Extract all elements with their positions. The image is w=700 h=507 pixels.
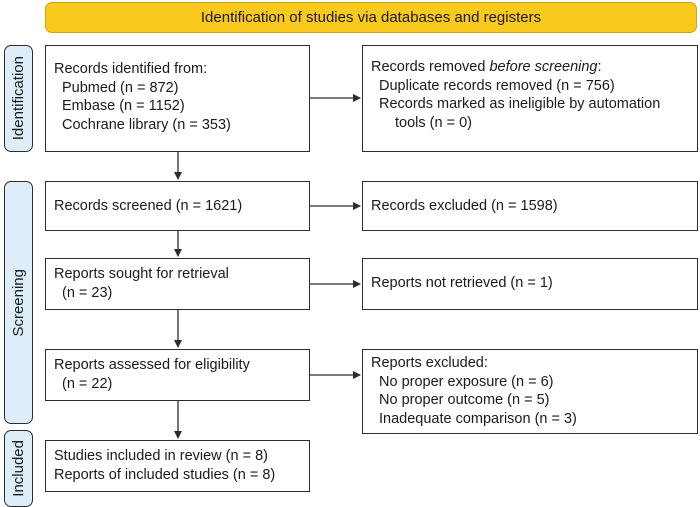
records-screened-box: Records screened (n = 1621) — [45, 181, 310, 231]
records-identified-box: Records identified from: Pubmed (n = 872… — [45, 45, 310, 152]
records-excluded-box: Records excluded (n = 1598) — [362, 181, 698, 231]
banner-title: Identification of studies via databases … — [45, 2, 697, 33]
phase-label-included: Included — [4, 430, 33, 507]
records-excluded-text: Records excluded (n = 1598) — [371, 198, 558, 214]
reports-excluded-item: No proper exposure (n = 6) — [379, 373, 554, 390]
reports-sought-line1: Reports sought for retrieval — [54, 266, 229, 282]
reports-not-retrieved-text: Reports not retrieved (n = 1) — [371, 275, 553, 291]
reports-not-retrieved-box: Reports not retrieved (n = 1) — [362, 258, 698, 310]
reports-excluded-box: Reports excluded: No proper exposure (n … — [362, 349, 698, 434]
records-identified-item: Cochrane library (n = 353) — [62, 116, 231, 133]
studies-included-line2: Reports of included studies (n = 8) — [54, 466, 276, 483]
phase-label-screening: Screening — [4, 181, 33, 424]
reports-sought-box: Reports sought for retrieval (n = 23) — [45, 258, 310, 310]
reports-assessed-line1: Reports assessed for eligibility — [54, 357, 250, 373]
records-removed-title: Records removed before screening: — [371, 59, 602, 75]
reports-assessed-box: Reports assessed for eligibility (n = 22… — [45, 349, 310, 401]
reports-assessed-line2: (n = 22) — [62, 375, 113, 392]
records-identified-item: Pubmed (n = 872) — [62, 79, 179, 96]
ineligible-records-line: Records marked as ineligible by automati… — [379, 96, 661, 112]
reports-excluded-item: Inadequate comparison (n = 3) — [379, 410, 577, 427]
records-identified-item: Embase (n = 1152) — [62, 98, 185, 114]
studies-included-line1: Studies included in review (n = 8) — [54, 448, 268, 464]
phase-label-identification: Identification — [4, 45, 33, 152]
reports-sought-line2: (n = 23) — [62, 284, 113, 301]
records-removed-box: Records removed before screening: Duplic… — [362, 45, 698, 152]
records-screened-text: Records screened (n = 1621) — [54, 198, 243, 214]
records-identified-title: Records identified from: — [54, 61, 208, 77]
ineligible-records-line-cont: tools (n = 0) — [395, 114, 472, 131]
duplicate-records-line: Duplicate records removed (n = 756) — [379, 77, 615, 94]
reports-excluded-item: No proper outcome (n = 5) — [379, 392, 550, 408]
reports-excluded-title: Reports excluded: — [371, 355, 488, 371]
studies-included-box: Studies included in review (n = 8) Repor… — [45, 440, 310, 492]
